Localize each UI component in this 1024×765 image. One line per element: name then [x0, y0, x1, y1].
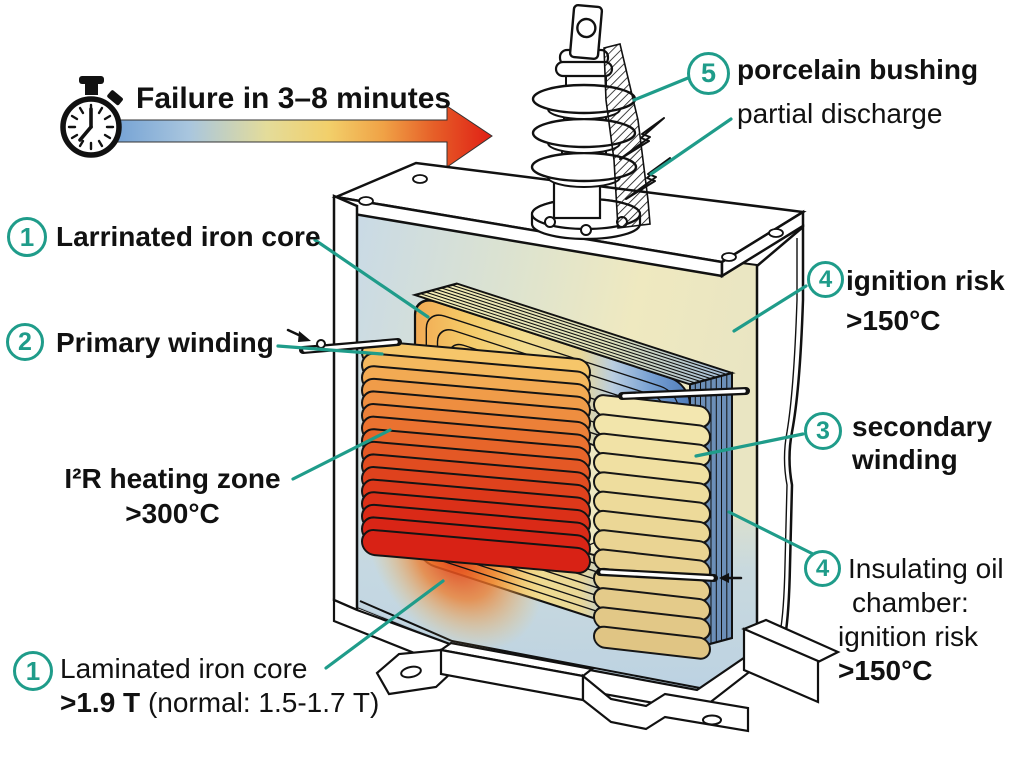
secondary-lead-top — [618, 387, 750, 400]
leader-core-top — [313, 238, 430, 319]
oil-line2: chamber: — [852, 587, 969, 618]
stopwatch-icon — [60, 76, 123, 158]
label-secondary-winding: secondary winding — [852, 410, 992, 476]
lightning-icon — [619, 117, 671, 200]
i2r-line1: I²R heating zone — [64, 463, 281, 494]
leader-core-bottom — [324, 579, 445, 670]
secondary-lead-bottom — [596, 568, 743, 583]
label-oil-chamber: Insulating oil chamber: ignition risk >1… — [838, 552, 1004, 688]
core-bottom-flux: >1.9 T — [60, 687, 141, 718]
oil-line1: Insulating oil — [848, 553, 1004, 584]
bushing-cutaway-hatch — [603, 43, 651, 229]
ignition-line2: >150°C — [846, 305, 941, 336]
core-bottom-line1: Laminated iron core — [60, 653, 308, 684]
page-title: Failure in 3–8 minutes — [136, 82, 452, 115]
primary-winding-coil — [361, 340, 591, 574]
badge-4-ignition: 4 — [807, 261, 844, 298]
label-partial-discharge: partial discharge — [737, 98, 943, 129]
leader-lines — [276, 76, 815, 670]
core-bottom-line2: >1.9 T (normal: 1.5-1.7 T) — [60, 686, 379, 720]
core-bottom-normal: (normal: 1.5-1.7 T) — [140, 687, 380, 718]
leader-secondary — [694, 432, 805, 458]
badge-4-oil: 4 — [804, 550, 841, 587]
ignition-line1: ignition risk — [846, 265, 1005, 296]
label-core-top: Larrinated iron core — [56, 221, 321, 252]
badge-1-core-top: 1 — [7, 217, 47, 257]
oil-line3: ignition risk — [838, 621, 979, 652]
leader-bushing — [632, 76, 690, 102]
secondary-line2: winding — [852, 444, 958, 475]
tank-right-ledge — [741, 618, 841, 704]
label-porcelain-bushing: porcelain bushing — [737, 54, 979, 85]
badge-5-bushing: 5 — [687, 52, 730, 95]
gradient-arrow-icon — [103, 105, 493, 168]
leader-ignition — [732, 284, 808, 333]
badge-2-primary: 2 — [6, 323, 44, 361]
secondary-winding-coil — [593, 394, 711, 660]
label-core-bottom: Laminated iron core >1.9 T (normal: 1.5-… — [60, 652, 379, 720]
leader-primary — [276, 344, 384, 356]
leader-oil — [727, 510, 815, 556]
base-skid — [375, 641, 750, 733]
i2r-line2: >300°C — [125, 498, 220, 529]
label-i2r-heating-zone: I²R heating zone >300°C — [40, 461, 305, 531]
badge-3-secondary: 3 — [804, 412, 842, 450]
leader-i2r — [291, 428, 392, 481]
leader-partial-discharge — [649, 117, 733, 176]
oil-line4: >150°C — [838, 655, 933, 686]
secondary-line1: secondary — [852, 411, 993, 442]
tank-left-wall — [332, 194, 359, 612]
label-primary-winding: Primary winding — [56, 327, 274, 358]
label-ignition-risk: ignition risk >150°C — [846, 261, 1005, 341]
badge-1-core-bottom: 1 — [13, 651, 53, 691]
